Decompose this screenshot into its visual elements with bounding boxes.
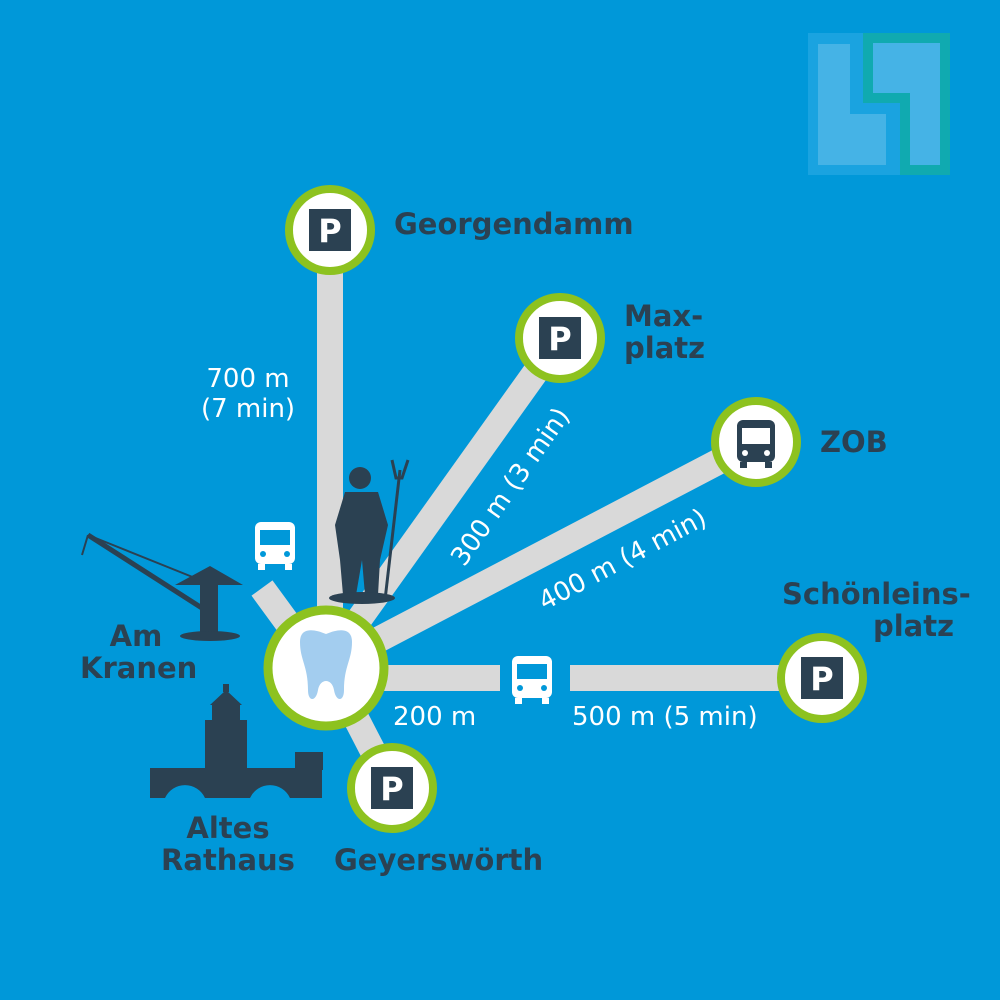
parking-letter: P — [318, 212, 341, 250]
label-line: Am — [109, 619, 163, 653]
bus-stop-icon[interactable] — [255, 522, 295, 570]
dentist-location[interactable] — [263, 605, 389, 731]
label-schoenleinsplatz: Schönleins-platz — [782, 577, 971, 643]
parking-icon — [801, 657, 843, 699]
label-line: platz — [872, 609, 954, 643]
parking-icon — [539, 317, 581, 359]
distance-georgendamm: 700 m(7 min) — [200, 364, 296, 424]
time-value: (7 min) — [200, 394, 296, 424]
label-georgendamm: Georgendamm — [394, 207, 634, 241]
road-zob — [323, 430, 763, 677]
logo — [808, 33, 950, 175]
crane-icon — [81, 532, 243, 641]
label-line: Max- — [624, 299, 704, 333]
label-line: Schönleins- — [782, 577, 971, 611]
label-geyerswoerth: Geyerswörth — [334, 843, 544, 877]
label-line: Rathaus — [161, 843, 295, 877]
parking-letter: P — [548, 320, 571, 358]
tooth-icon — [300, 630, 352, 699]
parking-icon — [371, 767, 413, 809]
parking-icons — [309, 209, 843, 809]
distance-bus-stop: 200 m — [393, 702, 477, 732]
parking-letter: P — [380, 770, 403, 808]
road-maxplatz — [319, 330, 571, 668]
label-line: platz — [624, 331, 706, 365]
bus-stop-icon[interactable] — [512, 656, 552, 704]
label-line: Kranen — [80, 651, 198, 685]
neptune-statue-icon — [329, 459, 410, 604]
label-maxplatz: Max-platz — [624, 300, 705, 364]
distance-schoenleinsplatz: 500 m (5 min) — [572, 702, 758, 732]
distance-value: 700 m — [206, 364, 290, 394]
label-zob: ZOB — [820, 425, 888, 459]
parking-letter: P — [810, 660, 833, 698]
parking-icon — [309, 209, 351, 251]
town-hall-icon — [150, 684, 323, 798]
label-line: Altes — [186, 811, 270, 845]
bus-icon — [737, 420, 775, 468]
